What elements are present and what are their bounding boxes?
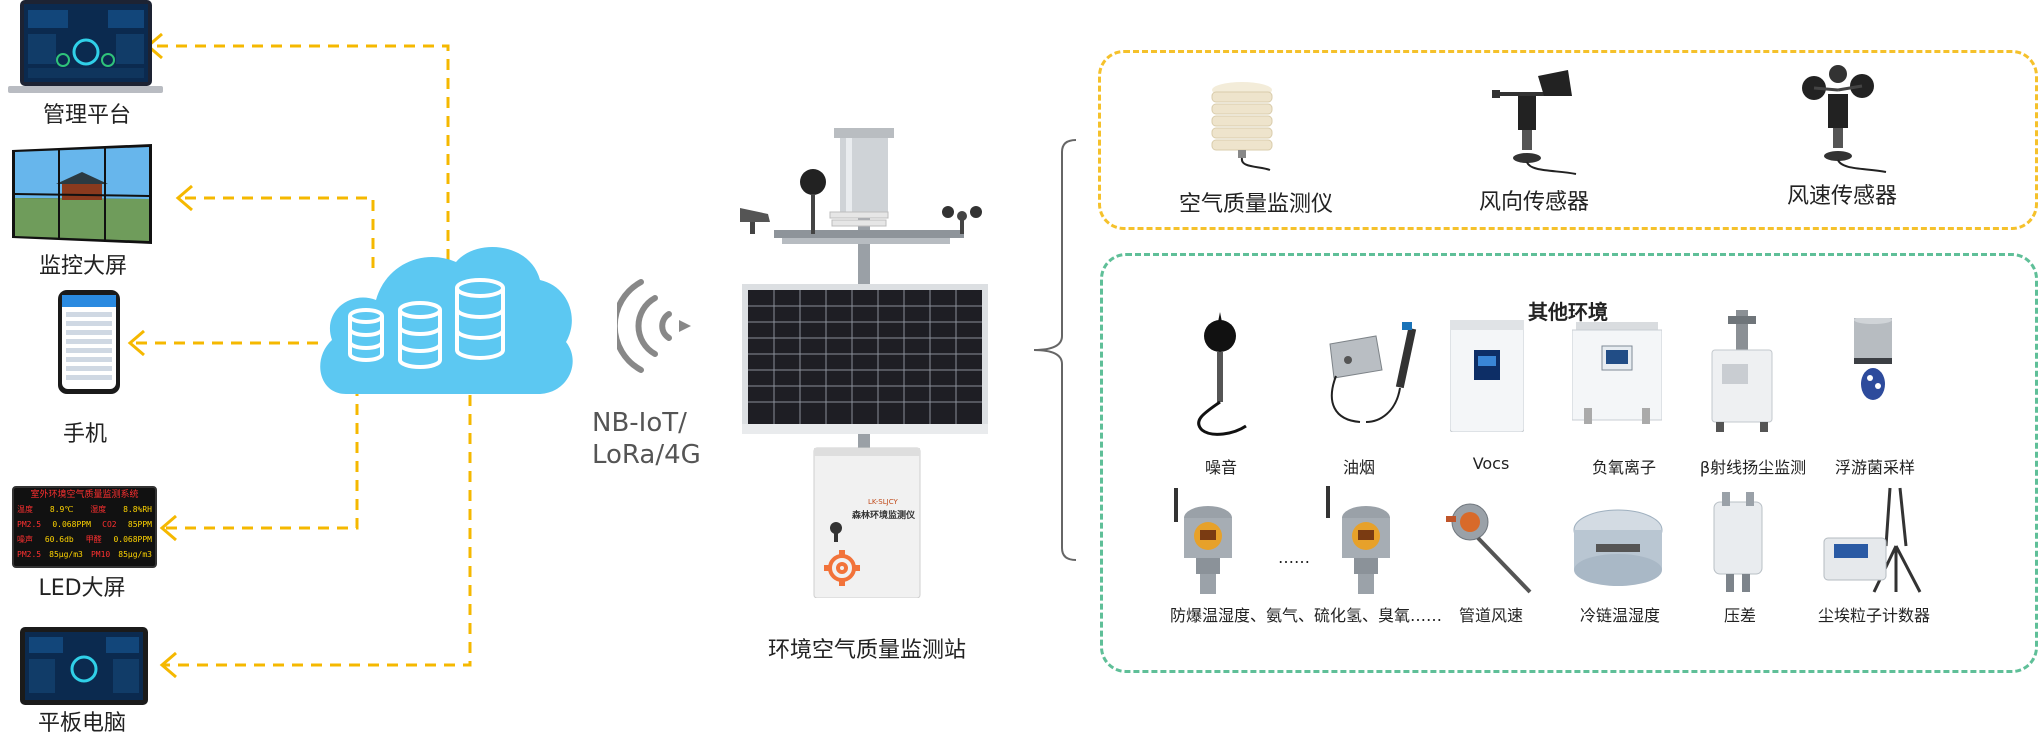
led-cell: PM2.5 <box>17 520 42 529</box>
wind-direction-sensor-image <box>1486 66 1582 182</box>
led-row: PM2.5 0.068PPM CO2 85PPM <box>14 517 155 532</box>
led-board: 室外环境空气质量监测系统 温度 8.9℃ 湿度 8.8%RH PM2.5 0.068PPM… <box>12 486 157 568</box>
wind-speed-sensor-image <box>1792 64 1888 180</box>
led-title: 室外环境空气质量监测系统 <box>30 490 139 500</box>
phone-label: 手机 <box>62 422 107 447</box>
led-cell: PM10 <box>90 550 111 559</box>
led-cell: 湿度 <box>90 505 107 514</box>
led-cell: 甲醛 <box>85 535 102 544</box>
other-row2-label-5: 尘埃粒子计数器 <box>1817 606 1930 625</box>
arrow-to-platform <box>150 44 450 260</box>
primary-sensor-label-2: 风向传感器 <box>1478 190 1589 215</box>
airborne-microbe-sampler-image <box>1848 316 1898 412</box>
platform-label: 管理平台 <box>42 103 131 128</box>
led-cell: 85μg/m3 <box>49 550 83 559</box>
led-cell: 0.068PPM <box>52 520 91 529</box>
differential-pressure-sensor-image <box>1708 492 1768 598</box>
other-row1-label-6: 浮游菌采样 <box>1834 458 1915 477</box>
negative-ion-monitor-image <box>1571 322 1663 430</box>
led-rows: 温度 8.9℃ 湿度 8.8%RH PM2.5 0.068PPM CO2 85PPM 噪声 60.… <box>14 502 155 562</box>
particle-counter-image <box>1820 486 1938 600</box>
station-label: 环境空气质量监测站 <box>767 638 966 663</box>
primary-sensor-label-3: 风速传感器 <box>1786 184 1897 209</box>
led-cell: 8.8%RH <box>123 505 152 514</box>
other-row1-label-2: 油烟 <box>1342 458 1375 477</box>
tablet-image <box>20 627 148 705</box>
led-cell: 60.6db <box>44 535 74 544</box>
primary-sensor-label-1: 空气质量监测仪 <box>1178 192 1333 217</box>
other-row2-label-2: 管道风速 <box>1458 606 1523 625</box>
duct-wind-speed-sensor-image <box>1438 498 1538 598</box>
arrow-to-tablet <box>162 395 472 667</box>
led-cell: 温度 <box>17 505 33 514</box>
monitoring-station-image <box>730 128 1000 602</box>
led-label: LED大屏 <box>38 576 126 601</box>
platform-laptop-image <box>8 0 163 95</box>
bigscreen-image <box>12 144 152 244</box>
cabinet-code: LK-SLJCY <box>868 498 898 506</box>
other-environment-box <box>1100 253 2038 673</box>
led-row: PM2.5 85μg/m3 PM10 85μg/m3 <box>14 547 155 562</box>
oil-fume-sensor-image <box>1316 322 1428 434</box>
cloud-database-icon <box>316 238 574 398</box>
led-cell: 0.068PPM <box>113 535 152 544</box>
led-cell: PM2.5 <box>17 550 42 559</box>
led-cell: 8.9℃ <box>49 505 74 514</box>
other-row2-label-1: 防爆温湿度、氨气、硫化氢、臭氧…… <box>1170 606 1443 625</box>
led-cell: 85PPM <box>127 520 152 529</box>
cabinet-title: 森林环境监测仪 <box>852 511 916 521</box>
air-quality-monitor-image <box>1200 80 1284 176</box>
led-cell: 85μg/m3 <box>118 550 152 559</box>
explosion-proof-sensor-image-2 <box>1324 486 1404 600</box>
noise-sensor-image <box>1186 308 1256 442</box>
other-row2-label-3: 冷链温湿度 <box>1579 606 1660 625</box>
primary-sensors-box <box>1098 50 2038 230</box>
bracket <box>1033 139 1077 561</box>
network-line2: LoRa/4G <box>592 440 701 470</box>
tablet-label: 平板电脑 <box>37 711 126 736</box>
vocs-monitor-image <box>1449 319 1525 436</box>
other-row1-label-4: 负氧离子 <box>1591 458 1656 477</box>
led-cell: CO2 <box>102 520 117 529</box>
phone-image <box>58 290 120 394</box>
led-cell: 噪声 <box>17 535 33 544</box>
cold-chain-sensor-image <box>1570 506 1666 592</box>
other-row1-label-3: Vocs <box>1472 454 1510 473</box>
bigscreen-label: 监控大屏 <box>38 254 127 279</box>
dots-separator: …… <box>1278 548 1310 567</box>
wireless-signal-icon <box>611 268 697 387</box>
arrow-to-led <box>162 385 359 530</box>
led-row: 温度 8.9℃ 湿度 8.8%RH <box>14 502 155 517</box>
other-environment-title: 其他环境 <box>1528 300 1608 324</box>
beta-ray-dust-monitor-image <box>1708 310 1776 438</box>
other-row1-label-5: β射线扬尘监测 <box>1699 458 1807 477</box>
led-row: 噪声 60.6db 甲醛 0.068PPM <box>14 532 155 547</box>
explosion-proof-sensor-image-1 <box>1168 488 1248 600</box>
network-line1: NB-IoT/ <box>592 408 687 438</box>
arrow-to-bigscreen <box>178 196 375 268</box>
other-row1-label-1: 噪音 <box>1204 458 1237 477</box>
other-row2-label-4: 压差 <box>1723 606 1756 625</box>
